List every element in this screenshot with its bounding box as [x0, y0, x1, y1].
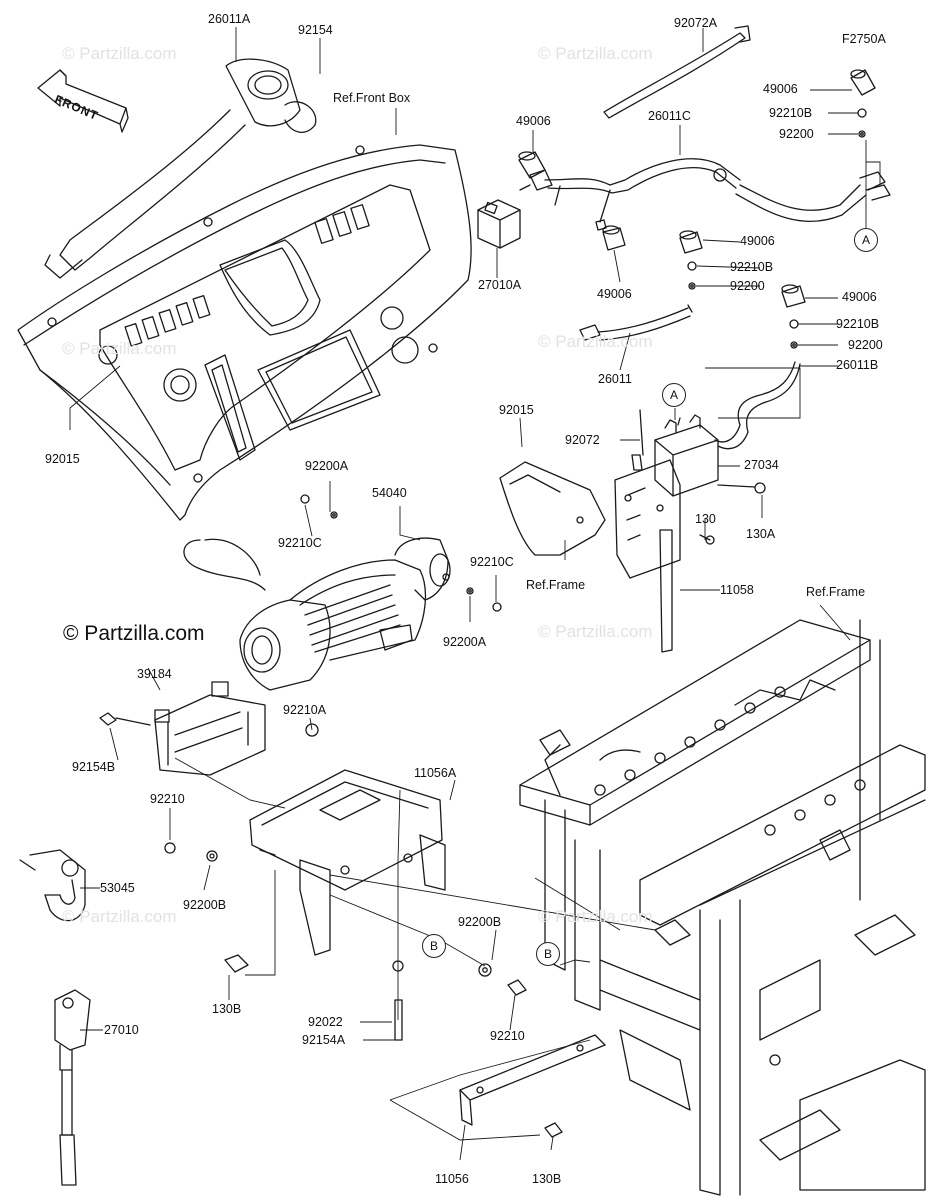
part-label: 27034	[744, 458, 779, 472]
part-label: 92210	[490, 1029, 525, 1043]
front-box-panel	[17, 144, 472, 521]
remote-switch-27010	[54, 989, 91, 1186]
callout-a: A	[662, 383, 686, 407]
part-label: 92015	[499, 403, 534, 417]
part-label: 92200	[848, 338, 883, 352]
watermark: © Partzilla.com	[538, 622, 653, 641]
part-label: 92200A	[443, 635, 487, 649]
part-label: 54040	[372, 486, 407, 500]
part-label: 92154	[298, 23, 333, 37]
watermark: © Partzilla.com	[62, 339, 177, 358]
part-label: 92200B	[183, 898, 227, 912]
part-label: 92210C	[278, 536, 322, 550]
part-label: 92200B	[458, 915, 502, 929]
part-label: 26011	[598, 372, 632, 386]
part-label: 92154A	[302, 1033, 346, 1047]
mounting-bracket-plate	[614, 459, 715, 653]
frame-cover	[499, 461, 606, 556]
part-label: 92200	[730, 279, 765, 293]
part-label: 92072	[565, 433, 600, 447]
part-label: 92200A	[305, 459, 349, 473]
part-label: 130B	[532, 1172, 562, 1186]
fairlead-39184	[99, 681, 266, 776]
main-watermark: © Partzilla.com	[63, 622, 205, 645]
callout-b: B	[422, 934, 446, 958]
part-label: 53045	[100, 881, 135, 895]
ref-frame-label: Ref.Frame	[806, 585, 866, 599]
part-label: 27010	[104, 1023, 139, 1037]
part-label: 92210B	[769, 106, 813, 120]
lower-bracket-11056	[459, 1034, 606, 1138]
part-label: 92022	[308, 1015, 343, 1029]
part-label: 92210C	[470, 555, 514, 569]
part-label: 92210A	[283, 703, 327, 717]
cable-26011	[579, 304, 693, 341]
watermark: © Partzilla.com	[62, 44, 177, 63]
part-label: 92154B	[72, 760, 116, 774]
part-label: 11056A	[414, 766, 457, 780]
part-label: 11056	[435, 1172, 469, 1186]
ref-frame-label: Ref.Frame	[526, 578, 586, 592]
part-label: 49006	[842, 290, 877, 304]
part-label: 49006	[740, 234, 775, 248]
part-label: 49006	[763, 82, 798, 96]
accessory-socket-cable	[44, 58, 317, 279]
cable-26011B	[714, 361, 801, 450]
watermark: © Partzilla.com	[538, 44, 653, 63]
part-label: 49006	[516, 114, 551, 128]
part-label: 92200	[779, 127, 814, 141]
chassis-frame	[519, 619, 926, 1196]
ref-front-box-label: Ref.Front Box	[333, 91, 411, 105]
left-fasteners	[164, 842, 527, 1041]
part-label: 92015	[45, 452, 80, 466]
part-label: 130A	[746, 527, 776, 541]
part-label: 27010A	[478, 278, 522, 292]
part-label: 26011B	[836, 358, 879, 372]
nuts-washers	[687, 108, 867, 349]
part-label: 92210	[150, 792, 185, 806]
relay-27034	[631, 409, 766, 497]
part-label: 92210B	[730, 260, 774, 274]
winch-mount-11056A	[249, 723, 446, 956]
cable-tie-92072A	[603, 25, 751, 119]
part-label: 130B	[212, 1002, 242, 1016]
part-label: 92072A	[674, 16, 718, 30]
front-arrow-icon	[37, 69, 129, 133]
callout-b: B	[536, 942, 560, 966]
part-label: 11058	[720, 583, 754, 597]
switch-27010A	[477, 199, 521, 249]
part-label: 130	[695, 512, 716, 526]
harness-26011C	[519, 158, 891, 231]
boot-caps-49006	[518, 69, 876, 308]
part-label: 92210B	[836, 317, 880, 331]
watermark: © Partzilla.com	[538, 332, 653, 351]
diagram-code: F2750A	[842, 32, 886, 46]
callout-a: A	[854, 228, 878, 252]
part-label: 26011A	[208, 12, 251, 26]
part-label: 39184	[137, 667, 172, 681]
part-label: 26011C	[648, 109, 691, 123]
watermark: © Partzilla.com	[62, 907, 177, 926]
watermark: © Partzilla.com	[538, 907, 653, 926]
part-label: 49006	[597, 287, 632, 301]
hook-53045	[19, 849, 86, 922]
winch-54040	[183, 537, 451, 691]
winch-fasteners	[300, 494, 502, 612]
